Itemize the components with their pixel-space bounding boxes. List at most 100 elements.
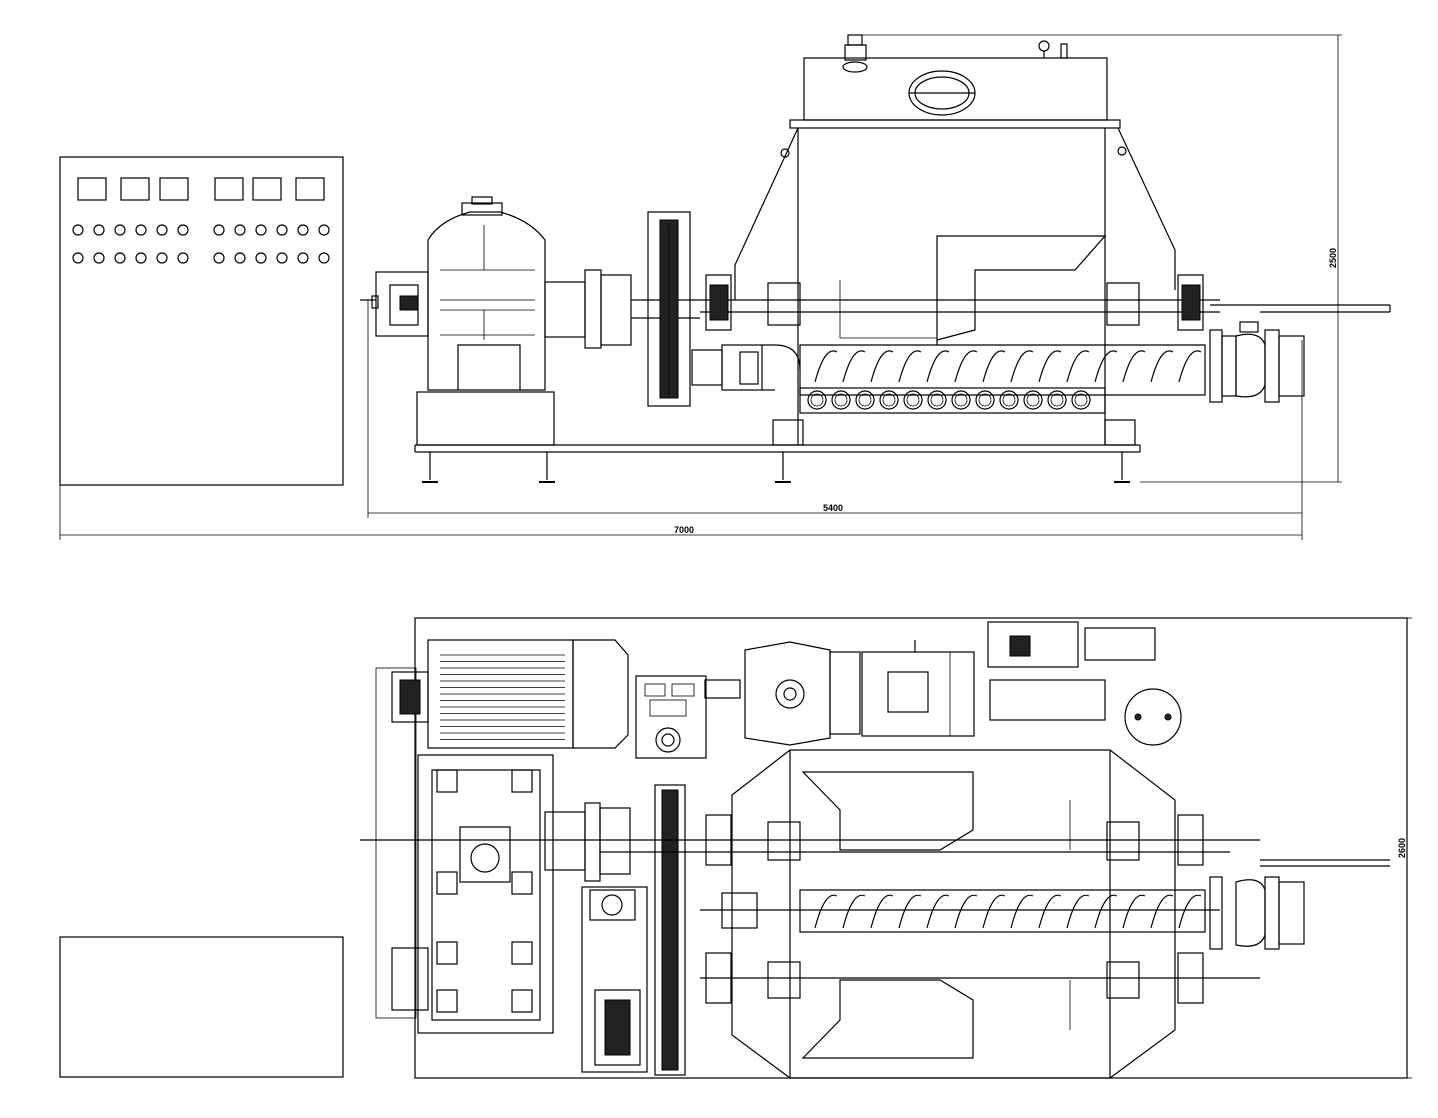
auger-flight <box>954 894 978 929</box>
auger-flight <box>926 894 950 929</box>
heating-port <box>807 390 827 410</box>
auger-flight <box>814 350 838 383</box>
heating-port <box>903 390 923 410</box>
dimension-lines-front <box>59 34 1342 540</box>
indicator-light <box>297 252 309 264</box>
indicator-light <box>318 224 330 236</box>
mounting-block <box>436 871 458 895</box>
auger-flight <box>1094 894 1118 929</box>
mixer-body-top <box>731 749 1206 1079</box>
mounting-block <box>511 989 533 1013</box>
auger-flight <box>954 350 978 383</box>
side-frame <box>375 667 417 1019</box>
gear-motor-top <box>581 886 648 1073</box>
indicator-light <box>255 224 267 236</box>
control-cabinet-top <box>59 936 344 1078</box>
auger-flight <box>898 894 922 929</box>
mounting-block <box>511 871 533 895</box>
heating-port-inner <box>810 393 824 407</box>
vacuum-pump-top <box>704 640 975 746</box>
dimension-lines-top <box>1402 617 1412 1079</box>
screw-auger-front <box>814 350 1202 383</box>
indicator-light <box>72 252 84 264</box>
auger-flight <box>1010 350 1034 383</box>
leveling-feet <box>422 452 1130 483</box>
indicator-light <box>135 224 147 236</box>
auger-flight <box>926 350 950 383</box>
indicator-light <box>276 252 288 264</box>
auger-flight <box>1066 894 1090 929</box>
indicator-light <box>213 224 225 236</box>
auger-flight <box>1066 350 1090 383</box>
auger-flight <box>1122 894 1146 929</box>
heating-port-inner <box>1050 393 1064 407</box>
control-cabinet <box>59 156 344 486</box>
chain-sprocket-front <box>647 211 691 407</box>
indicator-light <box>93 252 105 264</box>
buffer-tank-top <box>1124 688 1182 746</box>
gearbox-front <box>360 196 555 446</box>
auger-flight <box>982 350 1006 383</box>
heating-port <box>831 390 851 410</box>
base-frame <box>414 444 1141 483</box>
auger-flight <box>842 894 866 929</box>
indicator-light <box>93 224 105 236</box>
auger-flight <box>1038 894 1062 929</box>
main-shaft-front <box>700 274 1391 331</box>
heating-port <box>1047 390 1067 410</box>
heating-port-inner <box>834 393 848 407</box>
heating-port <box>1071 390 1091 410</box>
heating-port-inner <box>1026 393 1040 407</box>
heating-port-inner <box>858 393 872 407</box>
indicator-light <box>177 252 189 264</box>
auger-flight <box>1094 350 1118 383</box>
discharge-valve-top <box>1209 876 1305 950</box>
indicator-light <box>213 252 225 264</box>
auger-flight <box>870 894 894 929</box>
control-board-top <box>635 675 707 759</box>
heating-port <box>855 390 875 410</box>
heating-port-inner <box>1074 393 1088 407</box>
heating-port <box>927 390 947 410</box>
heating-port-inner <box>978 393 992 407</box>
skid-outline <box>414 617 1408 1079</box>
heating-port-inner <box>1002 393 1016 407</box>
auger-flight <box>1150 350 1174 383</box>
indicator-light <box>234 252 246 264</box>
mounting-block <box>436 769 458 793</box>
dim-depth-label: 2600 <box>1397 838 1407 858</box>
tank-top-fittings <box>842 34 1068 116</box>
mounting-block <box>511 941 533 965</box>
auger-flight <box>1038 350 1062 383</box>
auger-flight <box>1178 350 1202 383</box>
indicator-light <box>72 224 84 236</box>
auger-flight <box>1150 894 1174 929</box>
mixer-tank-front <box>734 57 1206 446</box>
heating-port-inner <box>906 393 920 407</box>
cabinet-meters <box>77 177 325 201</box>
gearbox-top <box>391 754 554 1034</box>
indicator-light <box>114 224 126 236</box>
coupling-front <box>544 269 700 349</box>
indicator-light <box>114 252 126 264</box>
top-view: 2600 <box>59 617 1412 1079</box>
main-motor-top <box>391 639 629 749</box>
indicator-light <box>135 252 147 264</box>
dim-machine-width-label: 5400 <box>823 503 843 513</box>
indicator-light <box>318 252 330 264</box>
auger-flight <box>842 350 866 383</box>
indicator-light <box>156 252 168 264</box>
heating-port-inner <box>882 393 896 407</box>
mounting-block <box>511 769 533 793</box>
heating-port <box>999 390 1019 410</box>
shafts-top <box>360 784 1260 1076</box>
mounting-block <box>436 941 458 965</box>
heating-ports-row <box>807 390 1091 410</box>
indicator-light <box>234 224 246 236</box>
screw-auger-top <box>814 894 1202 929</box>
heating-port-inner <box>954 393 968 407</box>
heating-port <box>1023 390 1043 410</box>
auger-flight <box>898 350 922 383</box>
indicator-light <box>276 224 288 236</box>
